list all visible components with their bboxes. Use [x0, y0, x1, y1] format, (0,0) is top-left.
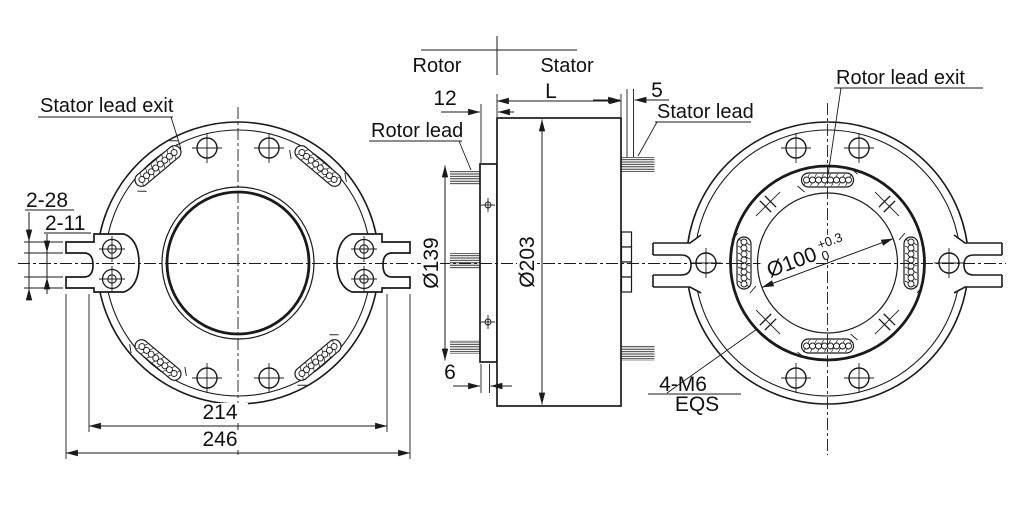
- dim-fork-slot: 2-11: [45, 212, 85, 235]
- label-stator: Stator: [540, 55, 594, 77]
- stator-terminal-blocks: [620, 231, 633, 293]
- label-stator-lead: Stator lead: [657, 101, 754, 123]
- dimensions: 2-28 2-11 214 246 Stator lead exit Rotor…: [24, 36, 983, 459]
- dim-stator-length: L: [545, 80, 557, 103]
- dim-stator-diameter: Ø203: [516, 236, 539, 287]
- dim-rotor-flange-offset: 12: [433, 87, 456, 110]
- dim-flange-step: 6: [444, 361, 456, 384]
- label-stator-lead-exit: Stator lead exit: [40, 95, 174, 117]
- dim-rotor-diameter: Ø139: [420, 237, 443, 288]
- dim-overall-width: 246: [202, 428, 237, 451]
- dim-fork-width: 2-28: [26, 189, 68, 212]
- rotor-flange-section: [479, 163, 498, 363]
- label-rotor-lead: Rotor lead: [371, 120, 463, 142]
- bore-dimension: Ø100 +0.3 0: [759, 225, 861, 282]
- dim-stator-lead-gap: 5: [651, 79, 663, 102]
- dim-bolt-span: 214: [202, 401, 237, 424]
- label-rotor-lead-exit: Rotor lead exit: [836, 67, 965, 89]
- rotor-lead-bundles: [450, 171, 480, 354]
- label-rotor: Rotor: [413, 55, 462, 77]
- stator-lead-bundles: [621, 157, 655, 361]
- label-thread-note: EQS: [675, 393, 719, 416]
